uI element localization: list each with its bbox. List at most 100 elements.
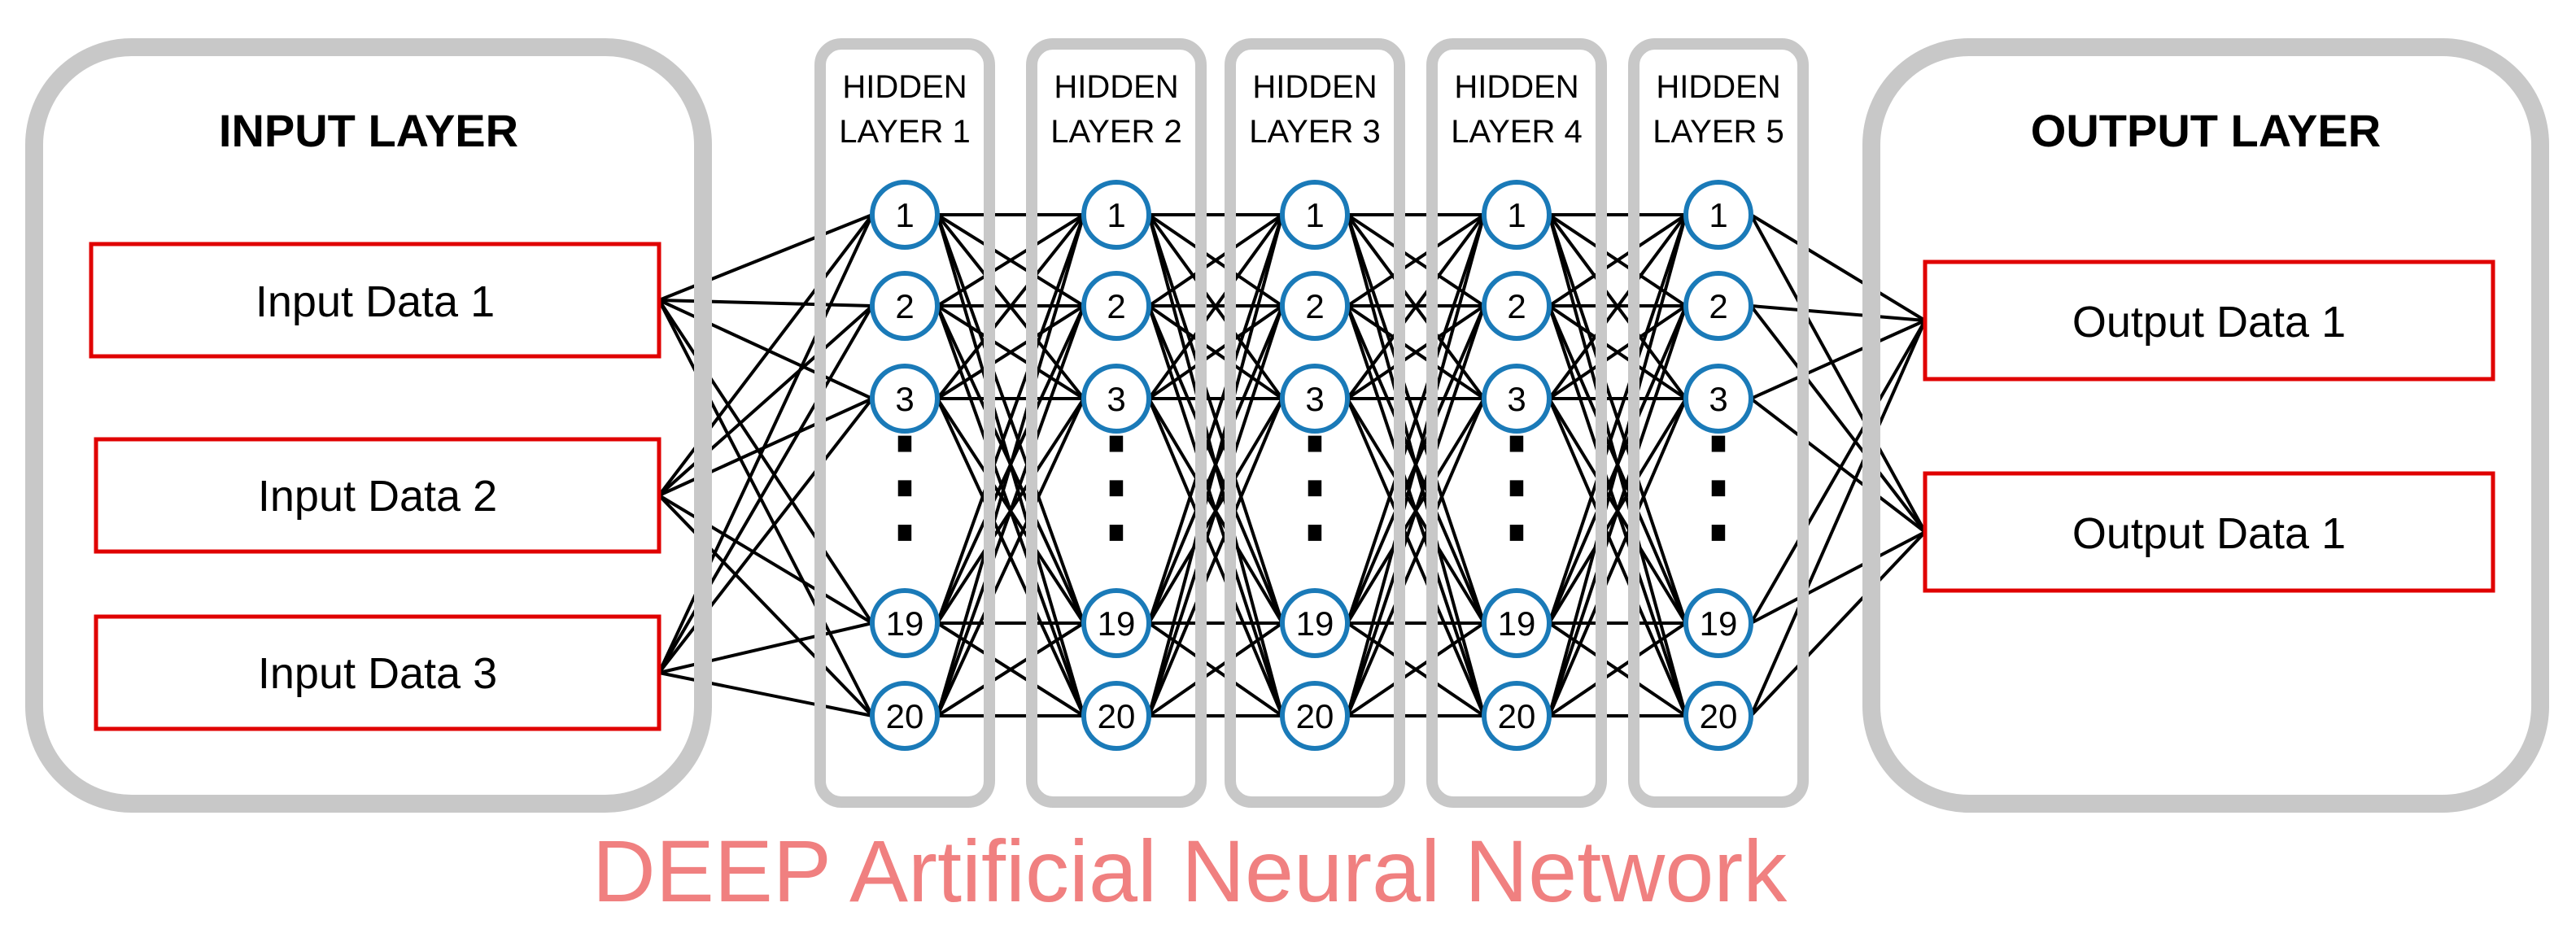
neuron-label: 1: [1507, 196, 1526, 234]
hidden-layer-3-title-line1: HIDDEN: [1252, 69, 1377, 105]
neuron: [1482, 180, 1552, 250]
input-node-2-label: Input Data 2: [258, 472, 497, 521]
connection-line: [1749, 213, 1927, 322]
output-layer: OUTPUT LAYER Output Data 1 Output Data 1: [1862, 38, 2549, 813]
neuron-label: 20: [886, 697, 924, 735]
neuron-label: 2: [1507, 287, 1526, 325]
output-node-2-label: Output Data 1: [2072, 509, 2346, 558]
neuron-label: 19: [1498, 604, 1536, 643]
output-layer-title: OUTPUT LAYER: [2031, 105, 2381, 156]
neuron: [1280, 588, 1350, 658]
connection-line: [936, 214, 1085, 624]
connection-line: [1346, 398, 1486, 717]
neuron-label: 19: [1296, 604, 1334, 643]
hidden-layer-4-title-line2: LAYER 4: [1451, 114, 1583, 150]
neuron: [1280, 271, 1350, 341]
neuron-label: 1: [1305, 196, 1324, 234]
connection-line: [1749, 397, 1927, 534]
input-node-1-label: Input Data 1: [255, 277, 495, 326]
hidden-layer-2: HIDDEN LAYER 2 ⋮ 1 2 3 19 20: [1026, 38, 1207, 808]
neuron: [870, 588, 940, 658]
hidden-layers: HIDDEN LAYER 1 ⋮ 1 2 3 19 20 HIDDEN LAYE…: [814, 38, 1809, 808]
hidden-layer-1-ellipsis: ⋮: [840, 411, 970, 556]
hidden-layer-5-title-line1: HIDDEN: [1656, 69, 1780, 105]
hidden-layer-2-frame: [1026, 38, 1207, 808]
connection-line: [1346, 214, 1486, 624]
output-node-2-box: [1923, 471, 2495, 593]
neuron: [1482, 364, 1552, 434]
connection-line: [1147, 213, 1284, 400]
connection-line: [1548, 214, 1687, 624]
neuron: [1081, 271, 1151, 341]
neuron-label: 3: [1709, 380, 1727, 418]
neuron-label: 3: [1507, 380, 1526, 418]
neuron-label: 1: [895, 196, 914, 234]
input-layer-frame: [25, 38, 712, 813]
neuron: [1081, 180, 1151, 250]
neuron: [1482, 681, 1552, 751]
neuron: [1683, 588, 1753, 658]
input-node-1-box: [89, 242, 661, 359]
neuron-label: 20: [1098, 697, 1136, 735]
neuron: [1683, 271, 1753, 341]
connection-line: [936, 305, 1085, 717]
neuron-label: 20: [1498, 697, 1536, 735]
neuron: [1081, 364, 1151, 434]
connection-line: [1548, 213, 1687, 307]
input-node-2-box: [94, 437, 661, 554]
connection-line: [1548, 398, 1687, 717]
neuron-label: 19: [1098, 604, 1136, 643]
connection-line: [936, 304, 1085, 400]
hidden-layer-1: HIDDEN LAYER 1 ⋮ 1 2 3 19 20: [814, 38, 995, 808]
neuron-label: 3: [1305, 380, 1324, 418]
hidden-layer-4-frame: [1426, 38, 1607, 808]
hidden-layer-5: HIDDEN LAYER 5 ⋮ 1 2 3 19 20: [1628, 38, 1809, 808]
hidden-layer-3-frame: [1225, 38, 1405, 808]
connection-line: [1750, 530, 1926, 625]
connection-line: [1346, 305, 1486, 717]
connection-line: [936, 213, 1085, 400]
connection-line: [1750, 304, 1926, 322]
connection-line: [1749, 530, 1927, 717]
connection-line: [1147, 621, 1284, 717]
neuron-label: 2: [1709, 287, 1727, 325]
hidden-layer-5-title-line2: LAYER 5: [1653, 114, 1784, 150]
connection-line: [1548, 305, 1687, 717]
neuron: [870, 364, 940, 434]
hidden-layer-5-frame: [1628, 38, 1809, 808]
hidden-layer-2-title-line1: HIDDEN: [1054, 69, 1178, 105]
connection-line: [1749, 320, 1927, 717]
neuron-label: 1: [1107, 196, 1125, 234]
connection-line: [1548, 304, 1687, 400]
connection-line: [1548, 621, 1687, 717]
neuron: [1081, 588, 1151, 658]
neuron: [1683, 180, 1753, 250]
neuron: [870, 180, 940, 250]
connection-line: [1147, 398, 1284, 717]
connection-line: [1147, 214, 1284, 624]
input-node-3-label: Input Data 3: [258, 649, 497, 698]
connection-line: [936, 214, 1085, 717]
connection-line: [1346, 304, 1486, 400]
connection-line: [1147, 305, 1284, 717]
input-layer-title: INPUT LAYER: [219, 105, 518, 156]
connection-line: [1548, 213, 1687, 400]
connection-line: [658, 299, 873, 307]
neuron-label: 19: [886, 604, 924, 643]
connection-line: [1548, 214, 1687, 717]
neuron-label: 3: [1107, 380, 1125, 418]
neuron-label: 3: [895, 380, 914, 418]
hidden-layer-3: HIDDEN LAYER 3 ⋮ 1 2 3 19 20: [1225, 38, 1405, 808]
hidden-layer-3-title-line2: LAYER 3: [1249, 114, 1381, 150]
neuron-label: 20: [1296, 697, 1334, 735]
connection-line: [1749, 304, 1927, 534]
neuron-label: 2: [1107, 287, 1125, 325]
connection-line: [1750, 319, 1926, 400]
hidden-layer-1-title-line2: LAYER 1: [839, 114, 971, 150]
hidden-layer-2-title-line2: LAYER 2: [1050, 114, 1182, 150]
hidden-layer-4-ellipsis: ⋮: [1452, 411, 1582, 556]
neuron: [870, 271, 940, 341]
hidden-layer-4: HIDDEN LAYER 4 ⋮ 1 2 3 19 20: [1426, 38, 1607, 808]
connection-line: [1346, 213, 1486, 400]
